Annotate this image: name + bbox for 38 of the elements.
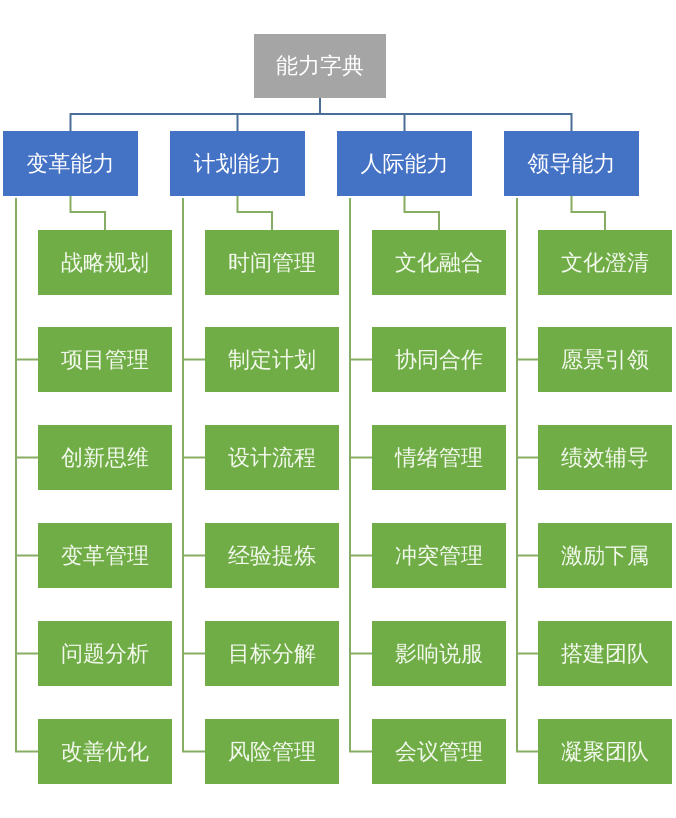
skill-box: 会议管理 xyxy=(372,719,506,784)
skill-box: 时间管理 xyxy=(205,230,339,295)
skill-box: 文化澄清 xyxy=(538,230,672,295)
connector-line xyxy=(349,198,372,752)
skill-box: 目标分解 xyxy=(205,621,339,686)
connector-line xyxy=(70,196,106,230)
skill-box: 问题分析 xyxy=(38,621,172,686)
skill-box: 冲突管理 xyxy=(372,523,506,588)
skill-box: 项目管理 xyxy=(38,327,172,392)
skill-box: 搭建团队 xyxy=(538,621,672,686)
connector-line xyxy=(236,196,273,230)
connector-line xyxy=(570,196,606,230)
skill-box: 制定计划 xyxy=(205,327,339,392)
skill-box: 经验提炼 xyxy=(205,523,339,588)
skill-box: 激励下属 xyxy=(538,523,672,588)
root-box: 能力字典 xyxy=(254,34,386,98)
skill-box: 影响说服 xyxy=(372,621,506,686)
skill-box: 设计流程 xyxy=(205,425,339,490)
skill-box: 愿景引领 xyxy=(538,327,672,392)
skill-box: 改善优化 xyxy=(38,719,172,784)
skill-box: 创新思维 xyxy=(38,425,172,490)
connector-line xyxy=(404,196,440,230)
category-box: 变革能力 xyxy=(3,131,138,196)
skill-box: 文化融合 xyxy=(372,230,506,295)
category-box: 领导能力 xyxy=(504,131,639,196)
category-box: 计划能力 xyxy=(170,131,305,196)
connector-line xyxy=(319,98,572,131)
skill-box: 风险管理 xyxy=(205,719,339,784)
category-box: 人际能力 xyxy=(337,131,472,196)
skill-box: 凝聚团队 xyxy=(538,719,672,784)
skill-box: 变革管理 xyxy=(38,523,172,588)
connector-line xyxy=(516,198,538,752)
skill-box: 战略规划 xyxy=(38,230,172,295)
skill-box: 情绪管理 xyxy=(372,425,506,490)
connector-line xyxy=(182,198,205,752)
connector-line xyxy=(15,198,38,752)
skill-box: 绩效辅导 xyxy=(538,425,672,490)
skill-box: 协同合作 xyxy=(372,327,506,392)
